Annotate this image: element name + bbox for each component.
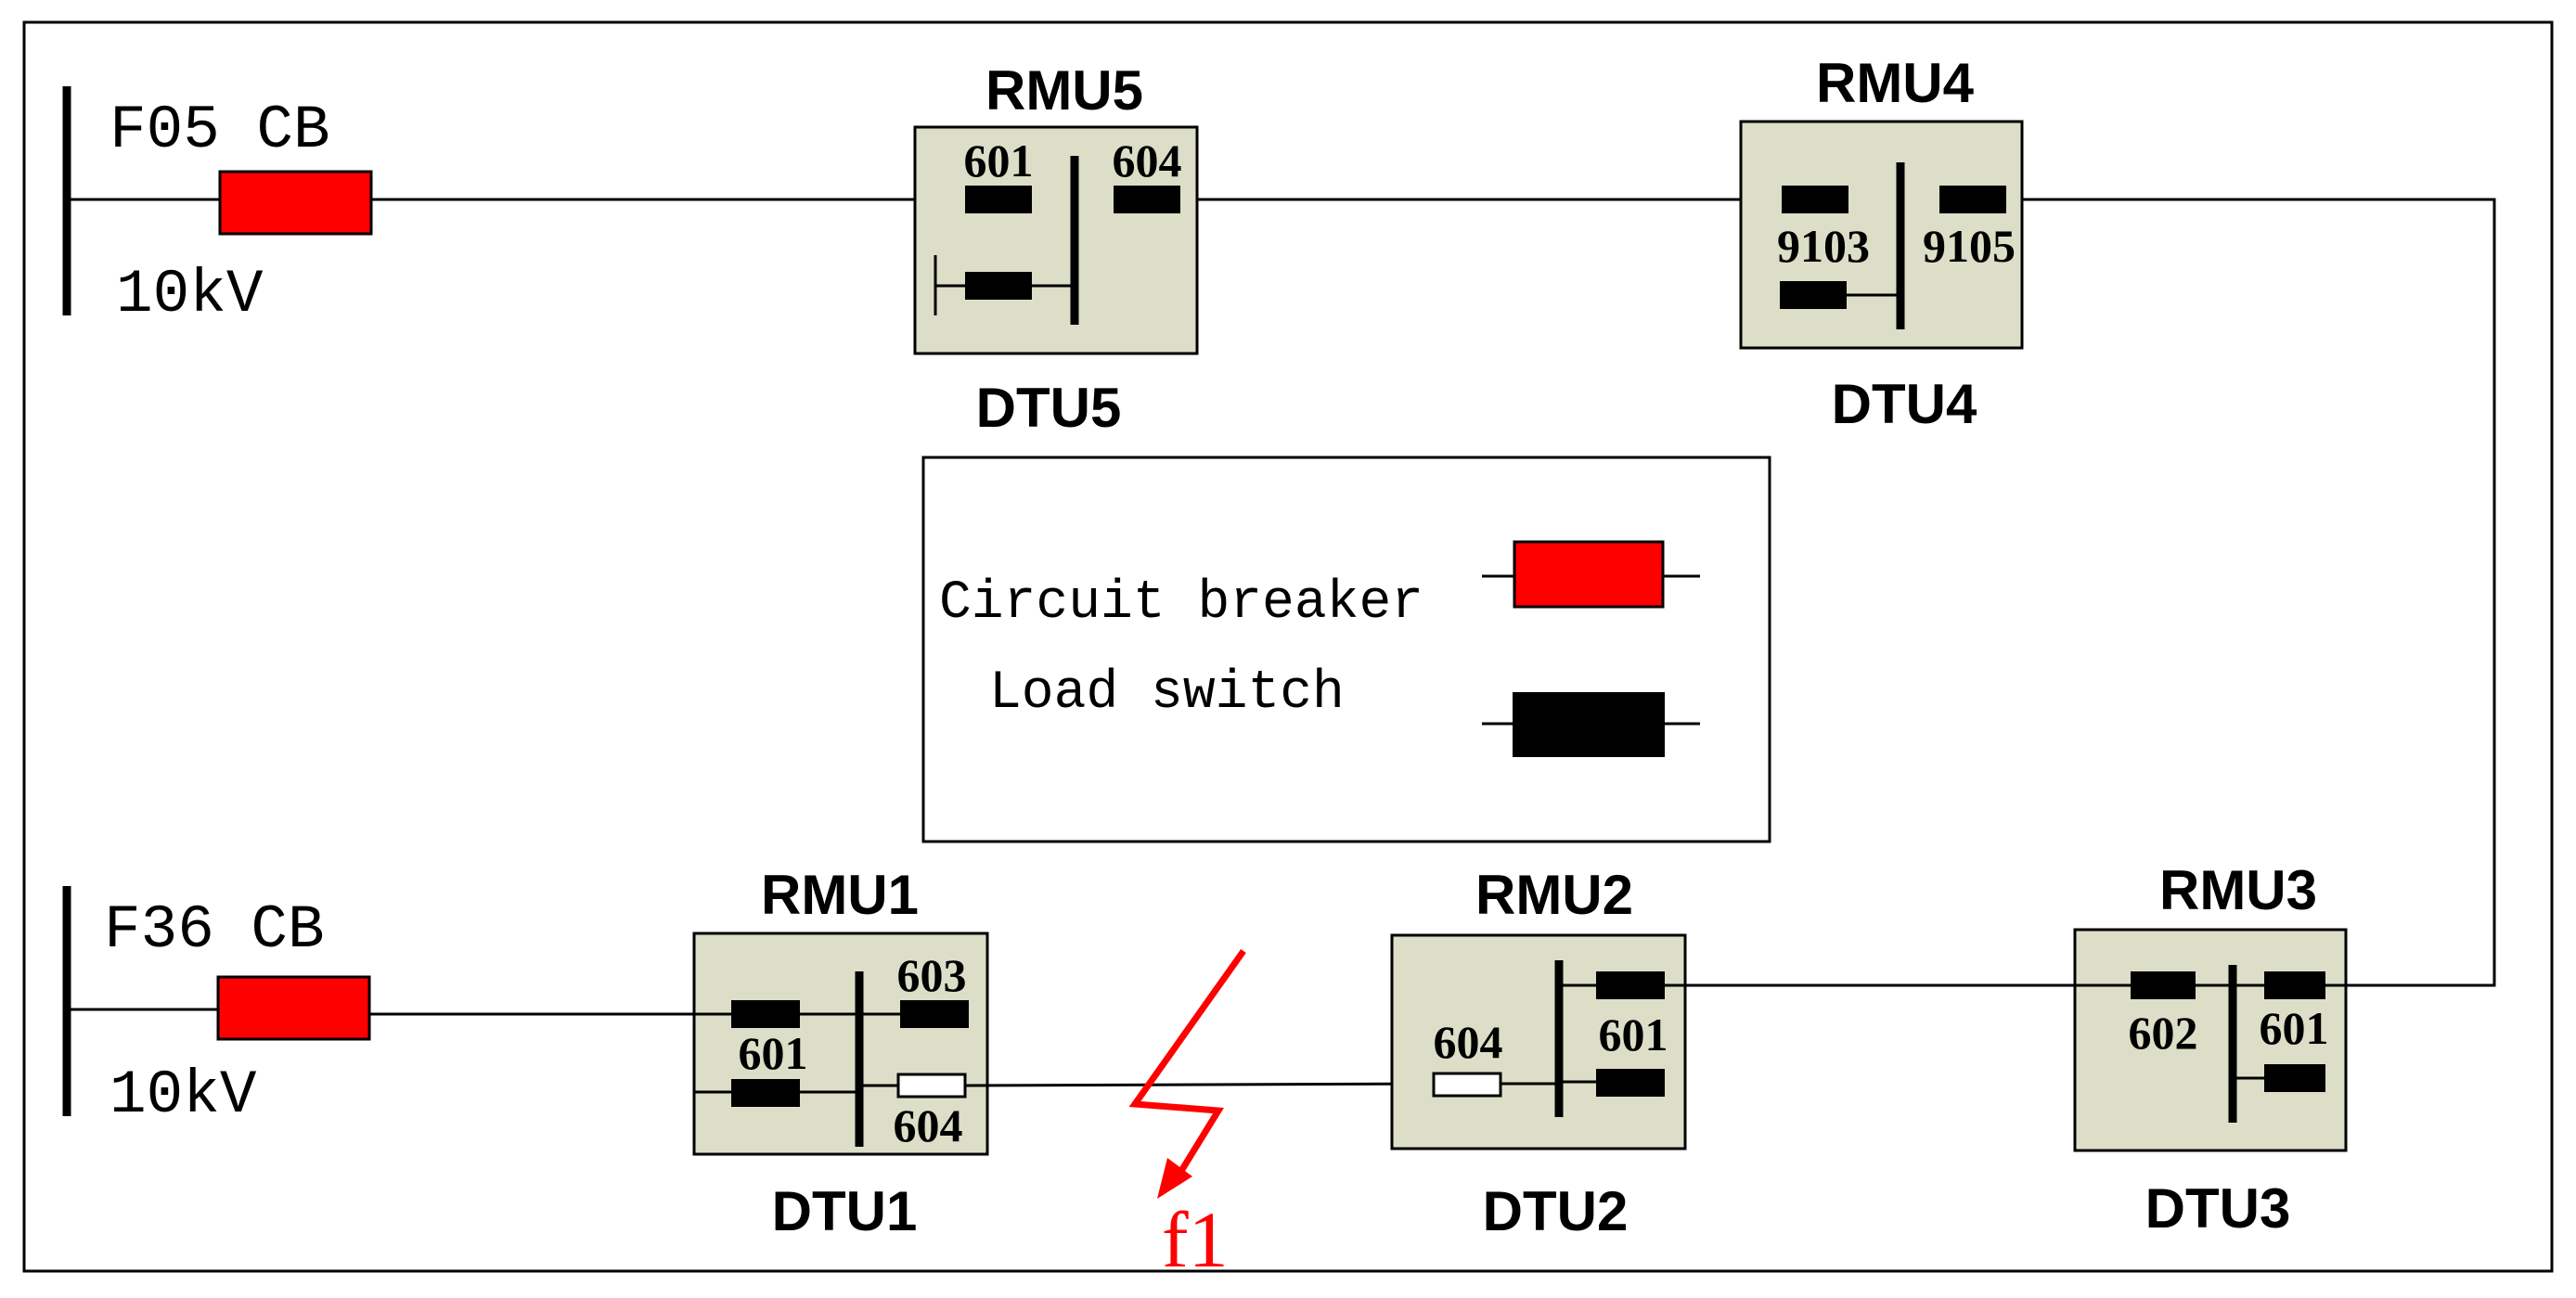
rmu5-dtu: DTU5 (976, 377, 1122, 439)
rmu1-dtu: DTU1 (772, 1180, 918, 1242)
rmu2-dtu: DTU2 (1483, 1180, 1629, 1242)
rmu5: RMU5 601 604 DTU5 (913, 59, 1199, 439)
source-f05-voltage: 10kV (116, 260, 264, 329)
breaker-f05[interactable] (218, 170, 373, 236)
rmu1-switch-601[interactable] (731, 1079, 800, 1107)
rmu2-box (1390, 933, 1687, 1150)
rmu2: RMU2 604 601 DTU2 (1390, 864, 1687, 1242)
rmu5-switch-601[interactable] (965, 186, 1032, 213)
rmu5-title: RMU5 (985, 59, 1143, 122)
rmu2-switch-601[interactable] (1596, 1069, 1665, 1097)
rmu4-dtu: DTU4 (1832, 373, 1977, 435)
legend: Circuit breaker Load switch (921, 456, 1771, 843)
feeder-line-top-main (371, 198, 2496, 987)
fault-arrow-icon (1157, 1158, 1192, 1199)
rmu3-switch-601[interactable] (2264, 971, 2325, 999)
rmu2-title: RMU2 (1475, 864, 1633, 926)
rmu3-label-602: 602 (2129, 1007, 2198, 1059)
rmu2-label-604: 604 (1434, 1016, 1503, 1068)
rmu1-box (692, 932, 989, 1156)
rmu1-label-603: 603 (897, 949, 967, 1001)
rmu5-switch-604[interactable] (1114, 186, 1180, 213)
rmu5-box (913, 125, 1199, 355)
rmu4-switch-9103[interactable] (1782, 186, 1848, 213)
rmu1-label-604: 604 (894, 1099, 963, 1151)
rmu2-label-601: 601 (1599, 1009, 1668, 1060)
source-f05-label: F05 CB (109, 96, 330, 165)
rmu5-label-601: 601 (964, 135, 1034, 186)
rmu4-label-9105: 9105 (1923, 220, 2016, 272)
rmu4-switch-branch[interactable] (1780, 281, 1847, 309)
rmu5-switch-branch[interactable] (965, 272, 1032, 300)
rmu4-label-9103: 9103 (1777, 220, 1870, 272)
rmu5-label-604: 604 (1113, 135, 1182, 186)
rmu3-box (2073, 928, 2348, 1152)
rmu2-switch-604-open[interactable] (1432, 1072, 1502, 1098)
rmu4-title: RMU4 (1816, 52, 1975, 114)
rmu4: RMU4 9103 9105 DTU4 (1739, 52, 2024, 435)
rmu1-title: RMU1 (761, 864, 919, 926)
legend-switch-symbol (1513, 692, 1665, 757)
source-f36: F36 CB 10kV (62, 886, 325, 1130)
rmu3-switch-branch[interactable] (2264, 1064, 2325, 1092)
legend-switch-label: Load switch (989, 663, 1345, 724)
fault-label: f1 (1162, 1195, 1229, 1284)
rmu1-label-601: 601 (739, 1027, 808, 1079)
rmu3-title: RMU3 (2159, 859, 2317, 921)
rmu1-switch-604-open[interactable] (896, 1073, 967, 1099)
legend-breaker-symbol (1513, 540, 1665, 609)
source-f36-label: F36 CB (104, 895, 325, 965)
rmu1-switch-603[interactable] (900, 1000, 969, 1028)
source-f36-voltage: 10kV (109, 1060, 257, 1130)
rmu1: RMU1 603 601 604 DTU1 (692, 864, 989, 1242)
rmu3: RMU3 602 601 DTU3 (2073, 859, 2348, 1240)
rmu3-label-601: 601 (2260, 1002, 2329, 1054)
rmu4-box (1739, 120, 2024, 350)
fault-lightning-icon (1128, 948, 1246, 1185)
rmu3-dtu: DTU3 (2145, 1177, 2291, 1240)
line-rmu1-rmu2 (964, 1082, 1435, 1087)
outer-frame (22, 20, 2554, 1273)
source-f05: F05 CB 10kV (62, 86, 330, 329)
breaker-f36[interactable] (216, 975, 371, 1041)
rmu3-switch-602[interactable] (2131, 971, 2196, 999)
rmu1-switch-left-top[interactable] (731, 1000, 800, 1028)
legend-box (921, 456, 1771, 843)
legend-breaker-label: Circuit breaker (939, 573, 1423, 634)
rmu4-switch-9105[interactable] (1939, 186, 2006, 213)
fault-f1: f1 (1128, 948, 1246, 1284)
rmu2-switch-top[interactable] (1596, 971, 1665, 999)
